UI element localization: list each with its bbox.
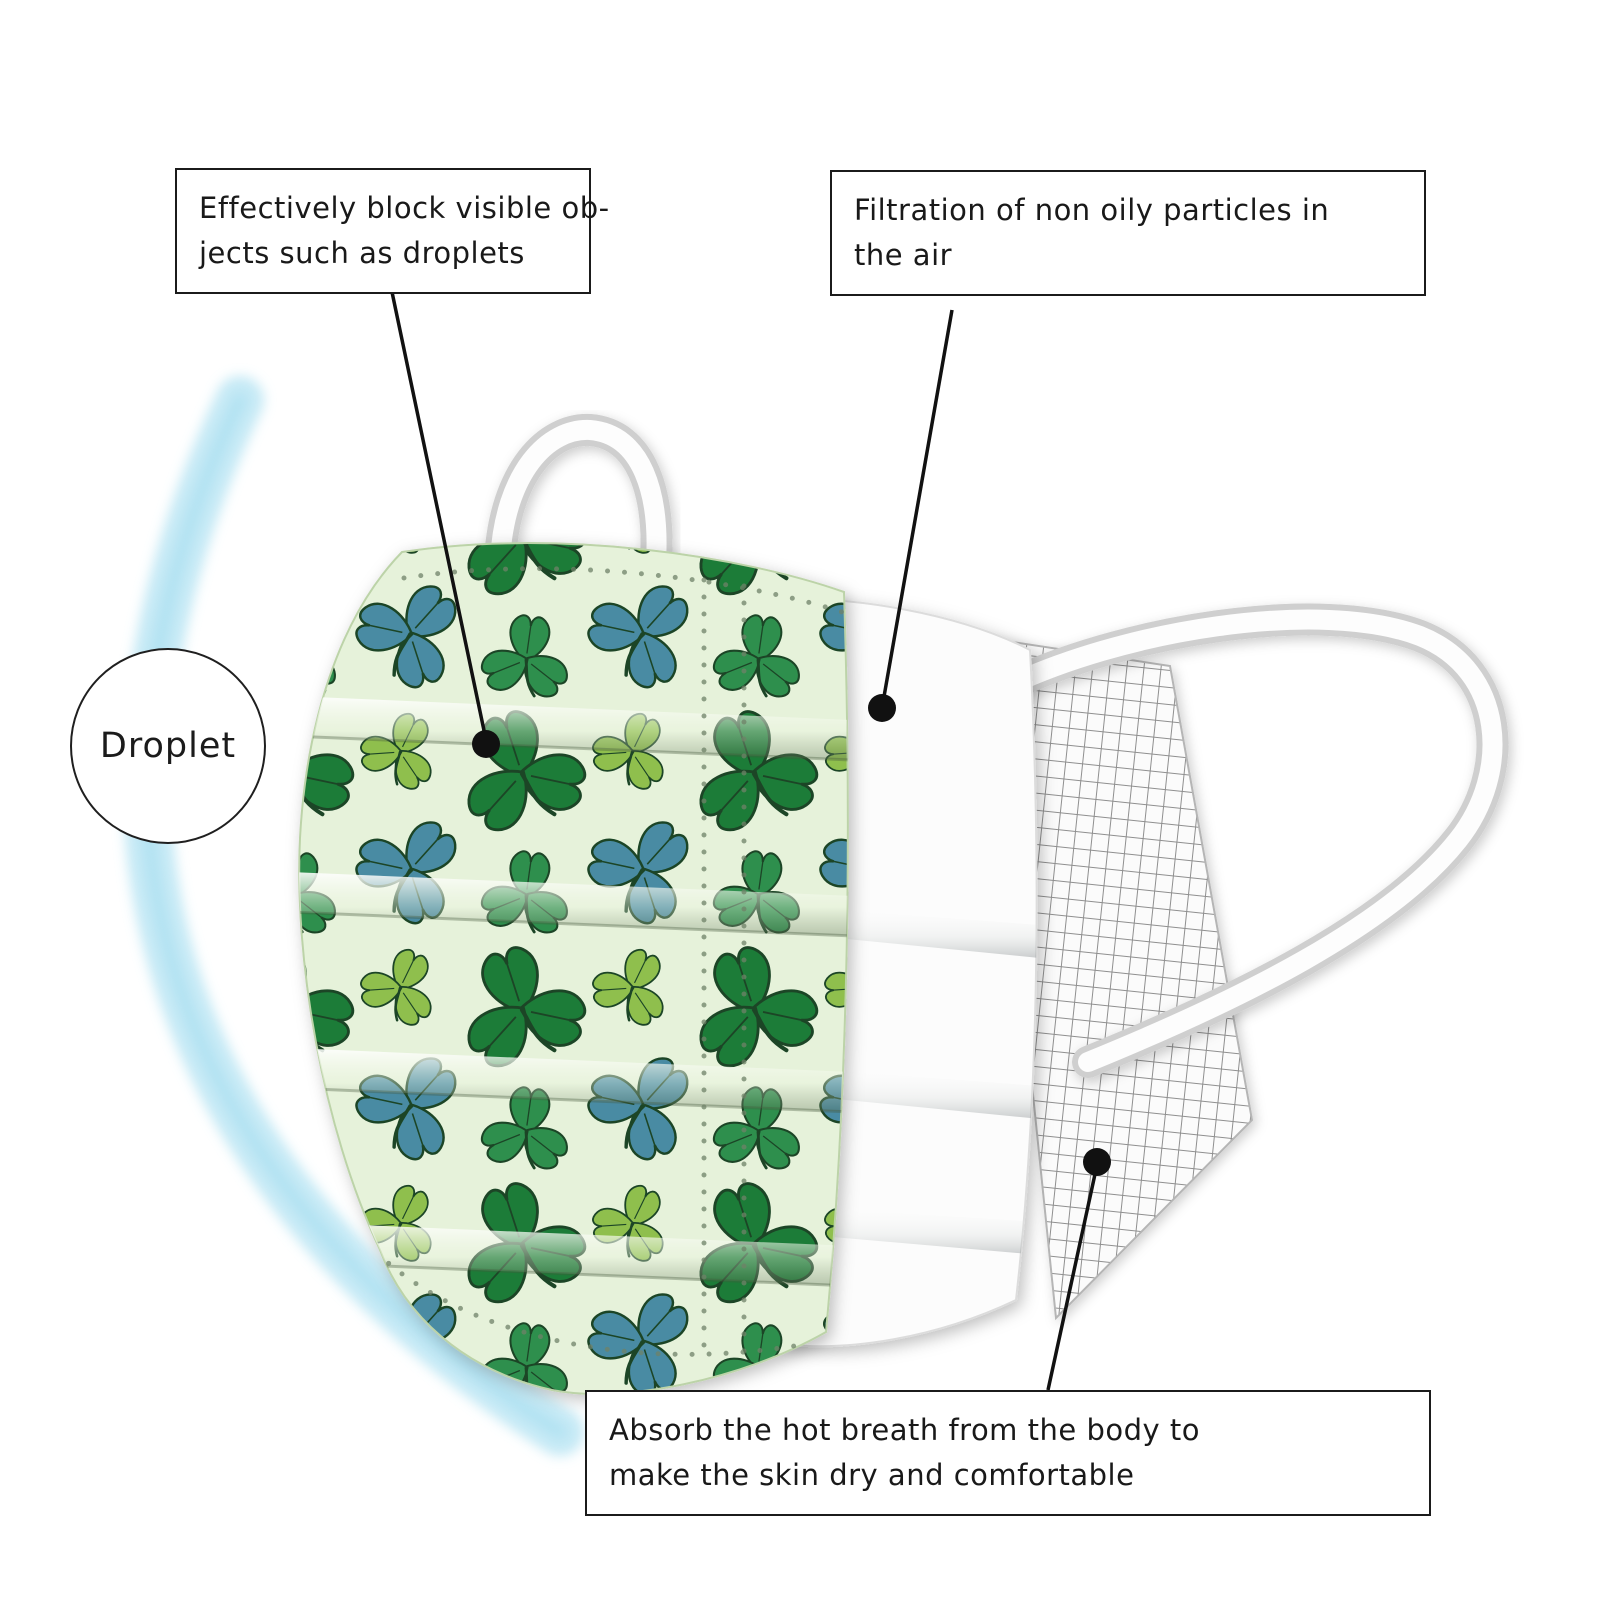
leader-dot-outer bbox=[472, 730, 500, 758]
droplet-arc bbox=[122, 376, 584, 1456]
leader-lines bbox=[390, 291, 1099, 1391]
callout-outer-layer: Effectively block visible ob- jects such… bbox=[175, 168, 610, 294]
ear-loop-right bbox=[984, 603, 1509, 1078]
leader-line-outer bbox=[390, 291, 488, 741]
leader-line-middle bbox=[880, 309, 954, 709]
callout-text-line: Effectively block visible ob- bbox=[199, 191, 610, 225]
callout-inner-layer: Absorb the hot breath from the body to m… bbox=[585, 1390, 1431, 1516]
leader-dot-inner bbox=[1083, 1148, 1111, 1176]
droplet-label: Droplet bbox=[99, 726, 237, 766]
leader-dot-middle bbox=[868, 694, 896, 722]
ear-loop-top bbox=[484, 414, 673, 578]
leader-line-inner bbox=[1046, 1164, 1099, 1391]
leader-dots bbox=[472, 694, 1111, 1176]
callout-text-line: Filtration of non oily particles in bbox=[854, 193, 1330, 227]
callout-text-line: the air bbox=[854, 237, 953, 272]
weld-perforation-dots bbox=[373, 566, 845, 1359]
callout-text-line: make the skin dry and comfortable bbox=[609, 1457, 1135, 1492]
outer-printed-layer bbox=[298, 542, 849, 1395]
callout-text-line: jects such as droplets bbox=[199, 235, 525, 270]
droplet-label-circle: Droplet bbox=[70, 648, 266, 844]
callout-middle-layer: Filtration of non oily particles in the … bbox=[830, 170, 1426, 296]
outer-layer-pleats bbox=[299, 696, 848, 1288]
callout-text-line: Absorb the hot breath from the body to bbox=[609, 1413, 1201, 1447]
